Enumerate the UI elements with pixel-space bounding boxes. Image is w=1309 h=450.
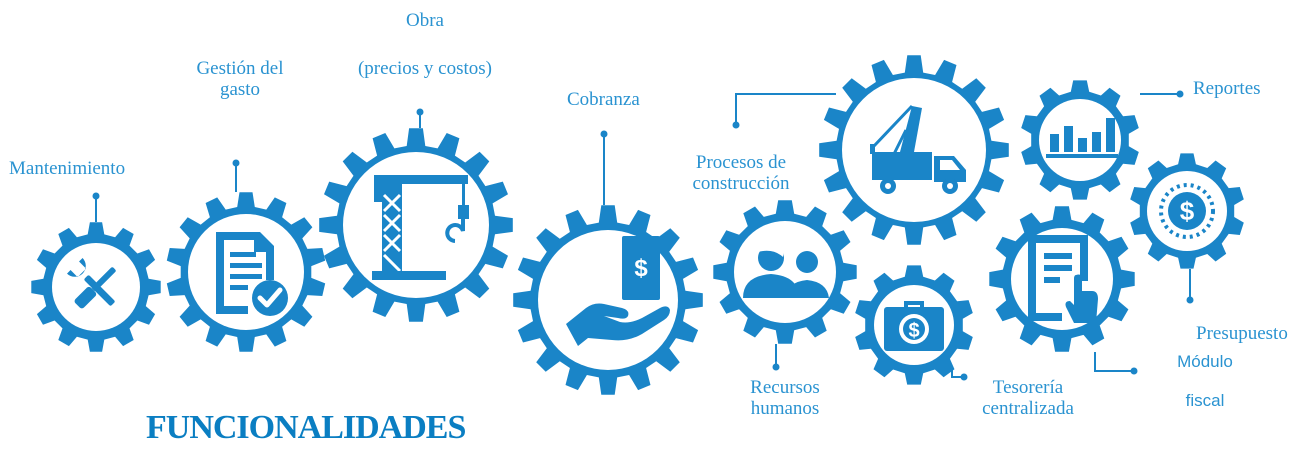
gear-10 bbox=[989, 206, 1135, 352]
connector-dot bbox=[232, 159, 240, 167]
label-recursos-humanos: Recursos humanos bbox=[725, 377, 845, 419]
label-obra: Obra (precios y costos) bbox=[320, 9, 530, 80]
gear-center bbox=[734, 221, 836, 323]
people-icon bbox=[743, 242, 829, 298]
label-mantenimiento: Mantenimiento bbox=[9, 158, 126, 179]
connector-dot bbox=[600, 130, 608, 138]
label-presupuesto: Presupuesto bbox=[1196, 323, 1288, 344]
label-line-2: gasto bbox=[219, 79, 261, 100]
connector-line-8 bbox=[1094, 352, 1134, 372]
svg-text:$: $ bbox=[634, 255, 648, 282]
page-title: FUNCIONALIDADES bbox=[146, 409, 466, 446]
label-procesos-de-construccion: Procesos de construcción bbox=[666, 152, 816, 194]
label-line-1: Obra bbox=[406, 10, 444, 31]
connector-line-10 bbox=[951, 366, 964, 378]
connector-dot bbox=[1186, 296, 1194, 304]
label-line-1: Gestión del bbox=[196, 58, 284, 79]
label-line-2: centralizada bbox=[982, 398, 1074, 419]
money-briefcase-icon: $ bbox=[884, 301, 944, 351]
icon-layer: $ $ bbox=[67, 104, 1215, 351]
label-line-1: Procesos de bbox=[695, 152, 787, 173]
label-gestion-del-gasto: Gestión del gasto bbox=[170, 58, 310, 100]
touch-document-icon bbox=[1028, 235, 1098, 323]
label-line-2: humanos bbox=[750, 398, 820, 419]
crane-truck-icon bbox=[870, 104, 966, 194]
gear-3 bbox=[319, 128, 513, 322]
label-tesoreria-centralizada: Tesorería centralizada bbox=[958, 377, 1098, 419]
bar-chart-icon bbox=[1046, 118, 1118, 158]
label-line-1: Módulo bbox=[1177, 352, 1233, 371]
connector-dot bbox=[1130, 367, 1138, 375]
connector-line-5 bbox=[735, 93, 836, 125]
connector-layer bbox=[92, 90, 1194, 381]
gear-2 bbox=[166, 192, 326, 352]
hand-holding-money-icon: $ bbox=[566, 236, 670, 346]
label-line-1: Recursos bbox=[750, 377, 820, 398]
label-line-2: fiscal bbox=[1185, 391, 1225, 410]
connector-dot bbox=[92, 192, 100, 200]
label-cobranza: Cobranza bbox=[567, 89, 640, 110]
label-modulo-fiscal: Módulo fiscal bbox=[1160, 351, 1250, 412]
gear-4 bbox=[513, 205, 703, 395]
label-reportes: Reportes bbox=[1193, 78, 1261, 99]
svg-text:$: $ bbox=[1180, 196, 1195, 226]
dollar-coin-icon: $ bbox=[1159, 183, 1215, 239]
connector-dot bbox=[732, 121, 740, 129]
connector-dot bbox=[772, 363, 780, 371]
svg-text:$: $ bbox=[908, 320, 919, 342]
label-line-2: (precios y costos) bbox=[357, 58, 493, 79]
label-line-2: construcción bbox=[692, 173, 790, 194]
connector-dot bbox=[416, 108, 424, 116]
gear-6 bbox=[713, 200, 857, 344]
tools-icon bbox=[67, 258, 116, 309]
connector-dot bbox=[1176, 90, 1184, 98]
label-line-1: Tesorería bbox=[992, 377, 1064, 398]
tower-crane-icon bbox=[372, 175, 469, 280]
connector-dot bbox=[960, 373, 968, 381]
